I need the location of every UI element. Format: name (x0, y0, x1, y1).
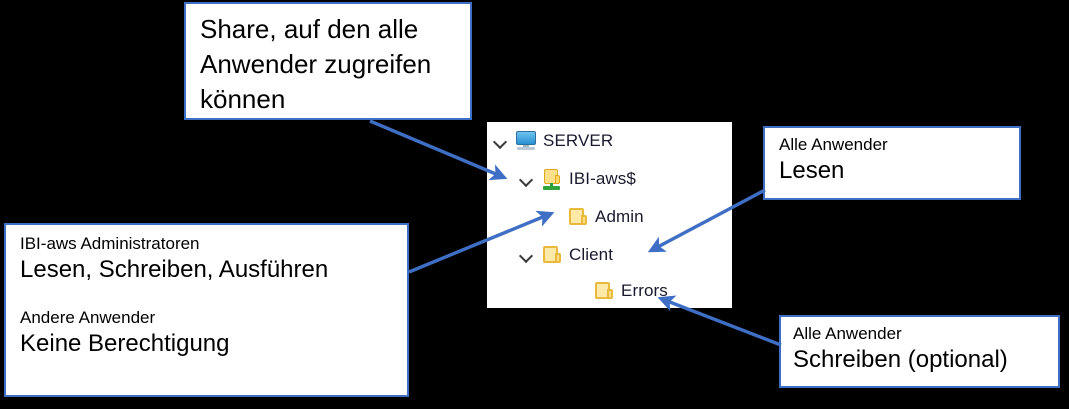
callout-admin-heading-1: IBI-aws Administratoren (20, 234, 200, 253)
folder-icon (541, 245, 563, 265)
monitor-icon (515, 131, 537, 151)
callout-read-value: Lesen (779, 156, 845, 184)
folder-icon (567, 207, 589, 227)
tree-node-errors-label: Errors (621, 281, 668, 300)
tree-node-client[interactable]: Client (517, 242, 613, 268)
tree-node-server-label: SERVER (543, 131, 614, 150)
callout-admin-value-1: Lesen, Schreiben, Ausführen (20, 255, 329, 283)
callout-admin-heading-2: Andere Anwender (20, 307, 156, 327)
tree-node-admin-label: Admin (595, 207, 644, 226)
tree-node-server[interactable]: SERVER (491, 128, 613, 154)
share-folder-icon (541, 168, 563, 190)
folder-tree-panel: SERVER IBI-aws$ Admin (487, 122, 732, 308)
callout-admin-value-2: Keine Berechtigung (20, 329, 230, 357)
chevron-down-icon[interactable] (517, 170, 535, 188)
callout-share-line-2: Anwender zugreifen (200, 48, 432, 79)
tree-node-admin[interactable]: Admin (543, 204, 644, 230)
callout-read: Alle Anwender Lesen (763, 126, 1021, 200)
callout-write-heading: Alle Anwender (793, 324, 902, 343)
chevron-down-icon[interactable] (517, 246, 535, 264)
callout-admin-spacer (20, 285, 393, 307)
arrow-share-to-ibi-aws (369, 119, 508, 181)
callout-share-line-1: Share, auf den alle (200, 14, 419, 44)
folder-icon (593, 281, 615, 301)
tree-node-errors[interactable]: Errors (569, 278, 668, 304)
callout-share-line-3: können (200, 83, 286, 114)
callout-read-heading: Alle Anwender (779, 135, 888, 154)
callout-admin-permissions: IBI-aws Administratoren Lesen, Schreiben… (4, 223, 409, 397)
chevron-down-icon[interactable] (491, 132, 509, 150)
callout-write-value: Schreiben (optional) (793, 345, 1008, 373)
callout-write: Alle Anwender Schreiben (optional) (779, 315, 1060, 388)
tree-node-client-label: Client (569, 245, 614, 264)
callout-share: Share, auf den alle Anwender zugreifen k… (184, 2, 472, 120)
chevron-placeholder-icon (543, 208, 561, 226)
chevron-placeholder-icon (569, 282, 587, 300)
tree-node-ibi-aws-share[interactable]: IBI-aws$ (517, 166, 636, 192)
tree-node-ibi-aws-label: IBI-aws$ (569, 169, 636, 188)
